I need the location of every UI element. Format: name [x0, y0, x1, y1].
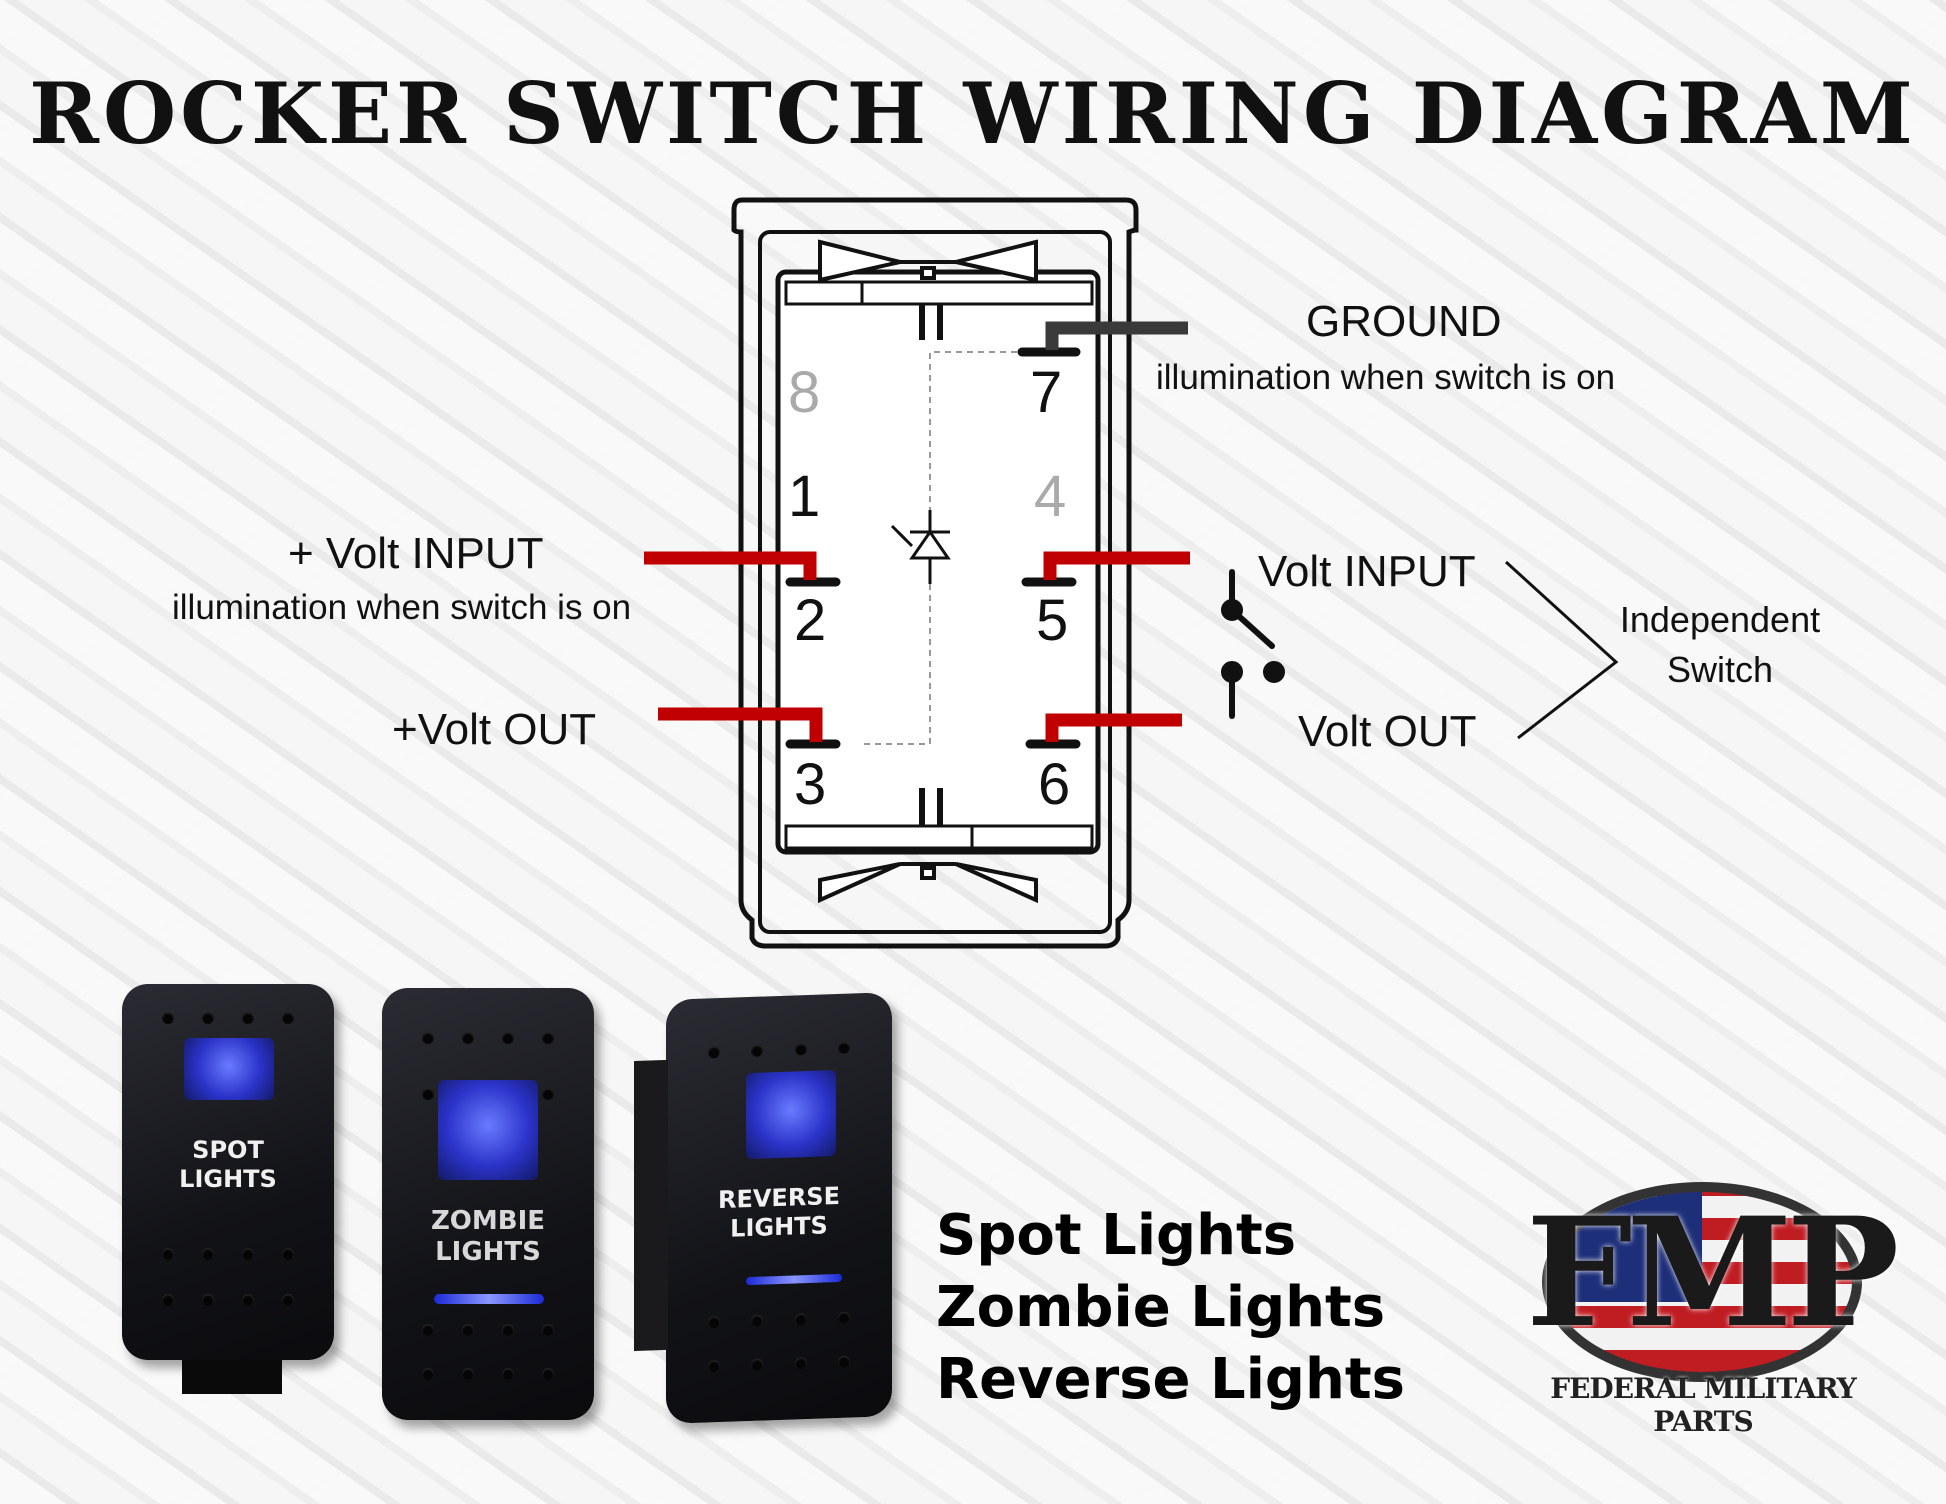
independent-switch-symbol [1221, 569, 1285, 719]
pin-5-label: 5 [1036, 588, 1069, 653]
pin-8-label: 8 [788, 360, 821, 425]
zombie-rocker-line2: LIGHTS [435, 1237, 541, 1268]
top-clip [818, 239, 1038, 283]
zombie-rocker-line1: ZOMBIE [430, 1206, 546, 1236]
led-dashed-path [860, 351, 1050, 745]
product-name-zombie: Zombie Lights [936, 1275, 1386, 1340]
bottom-clip [818, 862, 1038, 904]
housing-inner-frame [758, 230, 1112, 934]
reverse-lights-rocker: REVERSE LIGHTS [634, 992, 892, 1424]
zombie-indicator-light [434, 1294, 544, 1304]
biohazard-icon [438, 1080, 538, 1180]
product-name-reverse: Reverse Lights [936, 1347, 1405, 1412]
spot-lights-rocker: SPOT LIGHTS [122, 984, 334, 1394]
red-wires [644, 551, 1190, 742]
pin-6-label: 6 [1038, 752, 1071, 817]
product-names-list: Spot Lights Zombie Lights Reverse Lights [936, 1200, 1405, 1416]
ground-label: GROUND [1306, 297, 1502, 346]
fmp-logo: FMP FEDERAL MILITARY PARTS [1526, 1182, 1899, 1438]
volt-input-left-label: + Volt INPUT [288, 529, 544, 578]
independent-label-1: Independent [1619, 599, 1821, 640]
independent-bracket [1504, 560, 1619, 740]
volt-input-left-sub-label: illumination when switch is on [172, 588, 632, 627]
product-name-spot: Spot Lights [936, 1203, 1297, 1268]
pin-2-label: 2 [794, 588, 827, 653]
logo-letters: FMP [1526, 1185, 1899, 1361]
volt-out-right-label: Volt OUT [1298, 707, 1477, 756]
independent-label-2: Switch [1666, 649, 1774, 690]
ground-sub-label: illumination when switch is on [1156, 358, 1616, 397]
reverse-indicator-light [746, 1273, 842, 1286]
switch-housing [731, 197, 1139, 949]
spot-lights-icon [184, 1038, 274, 1100]
ground-wire [1045, 321, 1188, 350]
volt-out-left-label: +Volt OUT [392, 705, 597, 754]
led-symbol [890, 510, 951, 584]
logo-subtitle: FEDERAL MILITARY PARTS [1550, 1372, 1857, 1438]
pin-4-label: 4 [1034, 464, 1067, 529]
flag-oval [1542, 1182, 1862, 1382]
page-title: ROCKER SWITCH WIRING DIAGRAM [29, 64, 1917, 163]
pin-1-label: 1 [788, 464, 821, 529]
spot-rocker-line1: SPOT [192, 1136, 264, 1164]
spot-rocker-line2: LIGHTS [179, 1164, 277, 1193]
zombie-lights-rocker: ZOMBIE LIGHTS [382, 988, 594, 1420]
pin-3-label: 3 [794, 752, 827, 817]
pin-7-label: 7 [1030, 360, 1063, 425]
terminals [785, 347, 1081, 749]
volt-input-right-label: Volt INPUT [1258, 547, 1476, 596]
reverse-lights-icon [746, 1070, 836, 1160]
